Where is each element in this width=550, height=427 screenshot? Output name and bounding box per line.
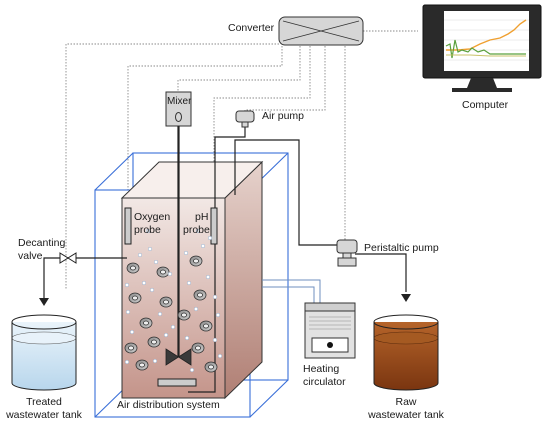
heating-circulator-label-line1: Heating — [303, 363, 340, 375]
carrier-icon — [135, 359, 149, 371]
computer-label: Computer — [462, 99, 509, 111]
raw-tank-label-line1: Raw — [395, 396, 417, 408]
treated-tank-label-line2: wastewater tank — [6, 409, 82, 421]
oxygen-probe-label-line2: probe — [134, 224, 161, 236]
heating-lines — [262, 279, 321, 303]
carrier-icon — [191, 342, 205, 354]
air-diffuser-icon — [157, 378, 197, 387]
treated-wastewater-tank — [11, 314, 77, 391]
converter — [278, 16, 364, 46]
decanting-valve-icon — [59, 252, 77, 264]
carrier-icon — [124, 342, 138, 354]
air-bubbles — [124, 228, 223, 373]
monitor-trace-orange — [446, 19, 527, 51]
carrier-icon — [139, 317, 153, 329]
raw-flow-arrow — [401, 294, 411, 302]
carrier-icon — [156, 266, 170, 278]
impeller-icon — [165, 348, 192, 366]
peristaltic-pump-icon — [336, 239, 358, 267]
computer-monitor-icon — [422, 4, 542, 92]
oxygen-probe-label-line1: Oxygen — [134, 211, 171, 223]
carrier-icon — [128, 292, 142, 304]
peristaltic-pump-label: Peristaltic pump — [364, 242, 439, 254]
carrier-icon — [177, 309, 191, 321]
air-pump-label: Air pump — [262, 110, 305, 122]
decanting-valve-label-line2: valve — [18, 250, 43, 262]
heating-circulator-label-line2: circulator — [303, 376, 346, 388]
converter-label: Converter — [228, 22, 275, 34]
ph-probe-label-line2: probe — [183, 224, 210, 236]
ph-probe-icon — [210, 207, 218, 245]
effluent-line — [43, 257, 127, 300]
raw-wastewater-tank — [373, 314, 439, 391]
treated-flow-arrow — [39, 298, 49, 306]
air-line — [188, 127, 246, 393]
influent-line — [234, 139, 407, 292]
carrier-media — [124, 255, 218, 373]
carrier-icon — [147, 336, 161, 348]
carrier-icon — [159, 296, 173, 308]
carrier-icon — [193, 289, 207, 301]
carrier-icon — [204, 361, 218, 373]
oxygen-probe-icon — [124, 207, 132, 245]
treated-tank-label-line1: Treated — [26, 396, 62, 408]
raw-tank-label-line2: wastewater tank — [368, 409, 444, 421]
air-distribution-label: Air distribution system — [117, 399, 220, 411]
heating-circulator — [304, 302, 356, 359]
mixer-label: Mixer — [167, 96, 192, 107]
carrier-icon — [126, 262, 140, 274]
mixer — [165, 91, 192, 357]
ph-probe-label-line1: pH — [195, 211, 209, 223]
carrier-icon — [189, 255, 203, 267]
decanting-valve-label-line1: Decanting — [18, 237, 66, 249]
air-pump-icon — [235, 110, 255, 128]
carrier-icon — [199, 320, 213, 332]
